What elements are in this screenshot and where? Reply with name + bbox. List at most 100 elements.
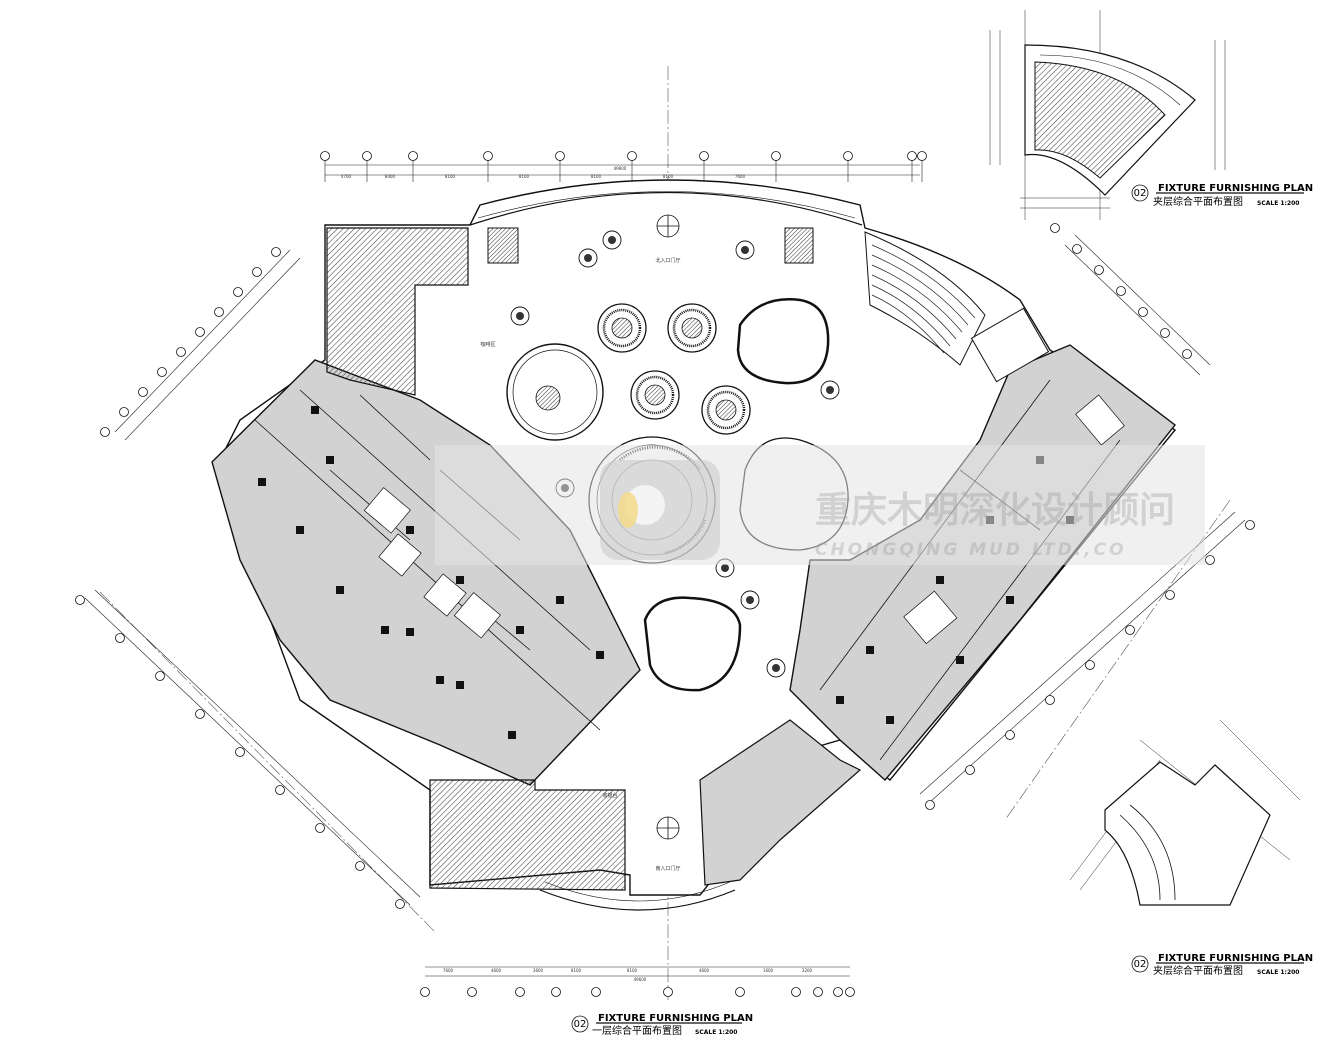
main-title-number: 02 [574,1019,587,1030]
structural-column [456,576,464,584]
top-axis-bubble [362,151,372,161]
north-revolving-door [656,214,680,238]
mezzanine-inset-top: 02 FIXTURE FURNISHING PLAN 夹层综合平面布置图 SCA… [989,10,1313,220]
bottom-axis-bubble [467,987,477,997]
left-stair-core [363,487,501,639]
left-lower-axis-bubble [355,861,365,871]
right-lower-axis-bubble [1165,590,1175,600]
mezzanine-top-scale: SCALE 1:200 [1257,200,1299,207]
right-axis-bubbles [925,223,1255,810]
right-axis-bubble [1116,286,1126,296]
left-axis-bubbles [75,247,405,909]
bottom-dimension-value: 4600 [699,968,710,973]
bottom-dimension-chain [425,966,850,977]
bottom-axis-bubble [735,987,745,997]
left-lower-axis-bubble [275,785,285,795]
right-lower-axis-bubble [1005,730,1015,740]
top-axis-bubble [843,151,853,161]
structural-column [508,731,516,739]
top-axis-bubble [907,151,917,161]
structural-column [936,576,944,584]
structural-column [258,478,266,486]
furniture-item [740,590,760,610]
bottom-dimension-value: 8100 [571,968,582,973]
north-curved-facade [469,191,863,226]
right-axis-bubble [1072,244,1082,254]
structural-column [886,716,894,724]
structural-column [456,681,464,689]
structural-column [406,526,414,534]
restroom-block [970,307,1050,383]
left-lower-axis-bubble [235,747,245,757]
furniture-item [578,248,598,268]
left-axis-bubble [214,307,224,317]
left-axis-bubble [176,347,186,357]
structural-column [1006,596,1014,604]
right-lower-axis-bubble [1245,520,1255,530]
structural-column [956,656,964,664]
south-curved-facade [539,889,736,911]
left-axis-bubble [233,287,243,297]
bottom-axis-bubble [420,987,430,997]
bottom-axis-bubble [791,987,801,997]
mezzanine-bottom-number: 02 [1134,959,1147,970]
furniture-item [510,306,530,326]
south-revolving-door [656,816,680,840]
bottom-dimension-value: 7600 [443,968,454,973]
left-axis-bubble [138,387,148,397]
bottom-axis-bubble [551,987,561,997]
top-dimension-value: 7600 [735,174,746,179]
bottom-axis-bubble [813,987,823,997]
right-axis-bubble [1050,223,1060,233]
right-lower-axis-bubble [1045,695,1055,705]
bottom-axis-bubble [833,987,843,997]
exhibit-blob-top [736,298,830,385]
mezzanine-top-title-cn: 夹层综合平面布置图 [1153,195,1243,208]
right-axis-bubble [1160,328,1170,338]
top-dimension-chain [324,160,923,182]
structural-column [516,626,524,634]
left-axis-bubble [157,367,167,377]
top-axis-bubble [555,151,565,161]
bottom-axis-bubble [515,987,525,997]
structural-column [436,676,444,684]
left-lower-axis-bubble [195,709,205,719]
watermark-cn: 重庆木明深化设计顾问 [815,490,1175,531]
main-title-cn: 一层综合平面布置图 [592,1024,682,1037]
structural-column [336,586,344,594]
structural-column [836,696,844,704]
south-facade-inner-line [544,881,731,902]
furniture-item [735,240,755,260]
top-dimension-value: 8100 [445,174,456,179]
top-dimension-value: 8100 [519,174,530,179]
mezzanine-bottom-title-en: FIXTURE FURNISHING PLAN [1158,953,1313,964]
top-axis-bubble [699,151,709,161]
north-facade-inner-line [477,191,856,219]
left-axis-bubble [119,407,129,417]
bottom-dimension-value: 3200 [802,968,813,973]
watermark: 重庆木明深化设计顾问 CHONGQING MUD LTD.,CO [435,445,1205,565]
top-axis-bubble [917,151,927,161]
structural-column [406,628,414,636]
top-axis-bubble [483,151,493,161]
mezzanine-bottom-title-cn: 夹层综合平面布置图 [1153,964,1243,977]
bottom-left-hatched-block [429,779,626,891]
bottom-dimension-value: 3600 [533,968,544,973]
right-axis-bubble [1138,307,1148,317]
structural-column [556,596,564,604]
left-lower-axis-bubble [155,671,165,681]
bottom-axis-bubble [591,987,601,997]
left-axis-bubble [100,427,110,437]
top-dimension-total: 49600 [614,166,627,171]
vestibule-left-block [487,227,519,264]
watermark-en: CHONGQING MUD LTD.,CO [815,540,1127,560]
right-axis-bubble [1182,349,1192,359]
right-axis-bubble [1094,265,1104,275]
circular-exhibit-left [506,343,604,441]
display-island [597,303,647,353]
top-axis-bubbles [320,151,927,161]
furniture-item [602,230,622,250]
top-axis-bubble [408,151,418,161]
